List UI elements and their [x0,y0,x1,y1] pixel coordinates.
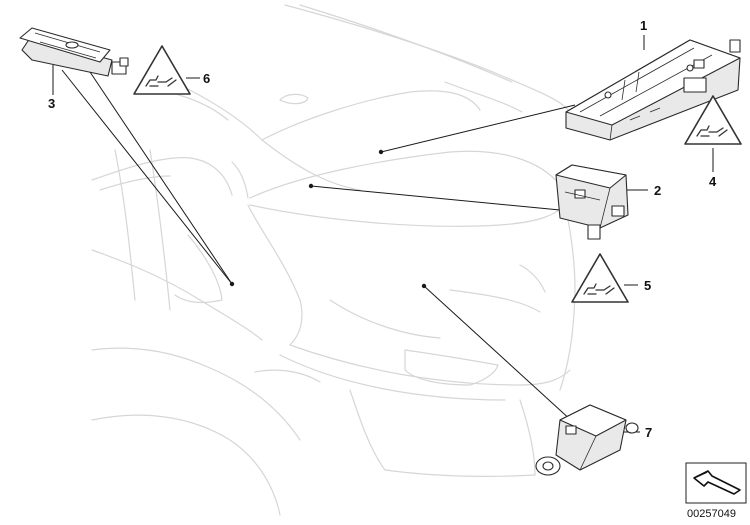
callout-4: 4 [709,174,717,189]
callout-3: 3 [48,96,55,111]
leader-dot-1 [378,149,384,155]
leader-line-3b [89,71,233,285]
direction-arrow-icon [693,470,741,495]
warning-triangle-4 [684,95,742,145]
leader-dot-3 [229,281,235,287]
part-2-receiver-unit [555,164,629,240]
leader-line-1 [380,104,576,153]
document-number: 00257049 [687,508,736,520]
orientation-box [685,462,747,504]
leader-lines [52,35,714,433]
part-1-control-unit [565,39,741,141]
callout-labels: 1 2 3 4 5 6 7 [48,18,717,440]
warning-triangle-6 [133,45,191,95]
callout-1: 1 [640,18,647,33]
part-3-antenna-module [19,27,129,77]
leader-dot-2 [308,183,314,189]
leader-line-7 [423,285,574,423]
vehicle-outline [91,4,576,516]
leader-line-2 [310,185,561,211]
warning-triangle-5 [571,253,629,303]
part-7-sensor [535,404,639,476]
callout-5: 5 [644,278,651,293]
callout-6: 6 [203,71,210,86]
callout-7: 7 [645,425,652,440]
callout-2: 2 [654,183,661,198]
leader-dot-7 [421,283,427,289]
leader-line-3a [61,69,233,285]
